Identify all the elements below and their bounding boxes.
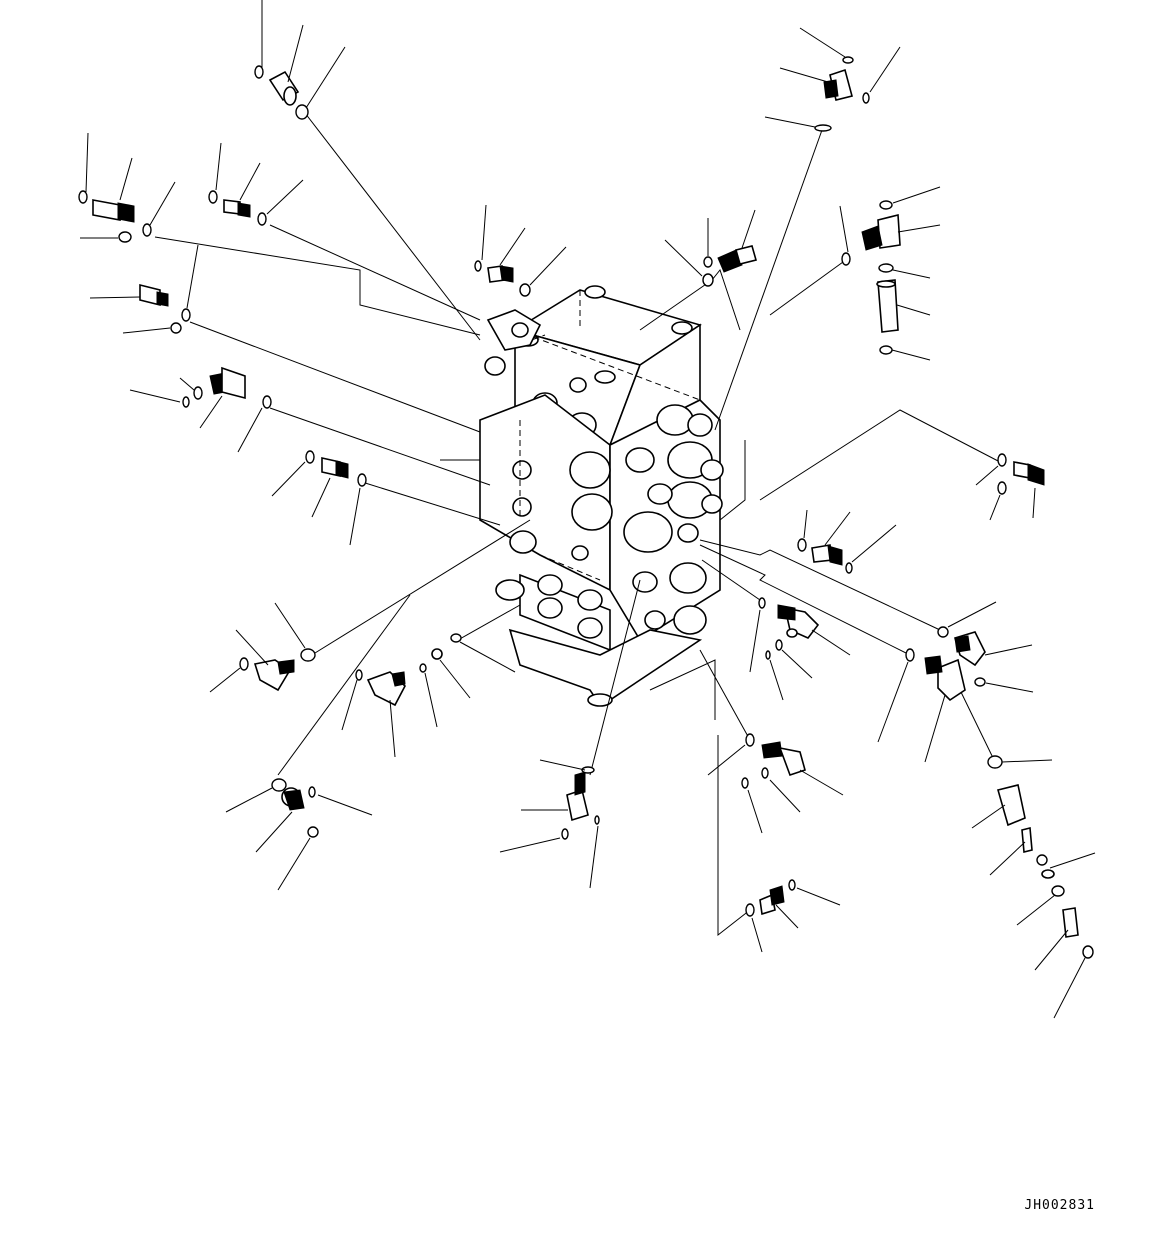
fitting-group-right (797, 453, 1096, 1019)
drawing-number: JH002831 (1024, 1198, 1095, 1213)
assembly-lines (154, 112, 1001, 937)
body-side-fitting (484, 309, 542, 376)
fitting-group-bottom-left (209, 602, 600, 891)
fitting-group-top-left (78, 0, 367, 546)
fitting-group-bottom-right (707, 597, 851, 953)
fitting-group-top-right (474, 27, 941, 361)
control-valve-body (479, 285, 724, 707)
